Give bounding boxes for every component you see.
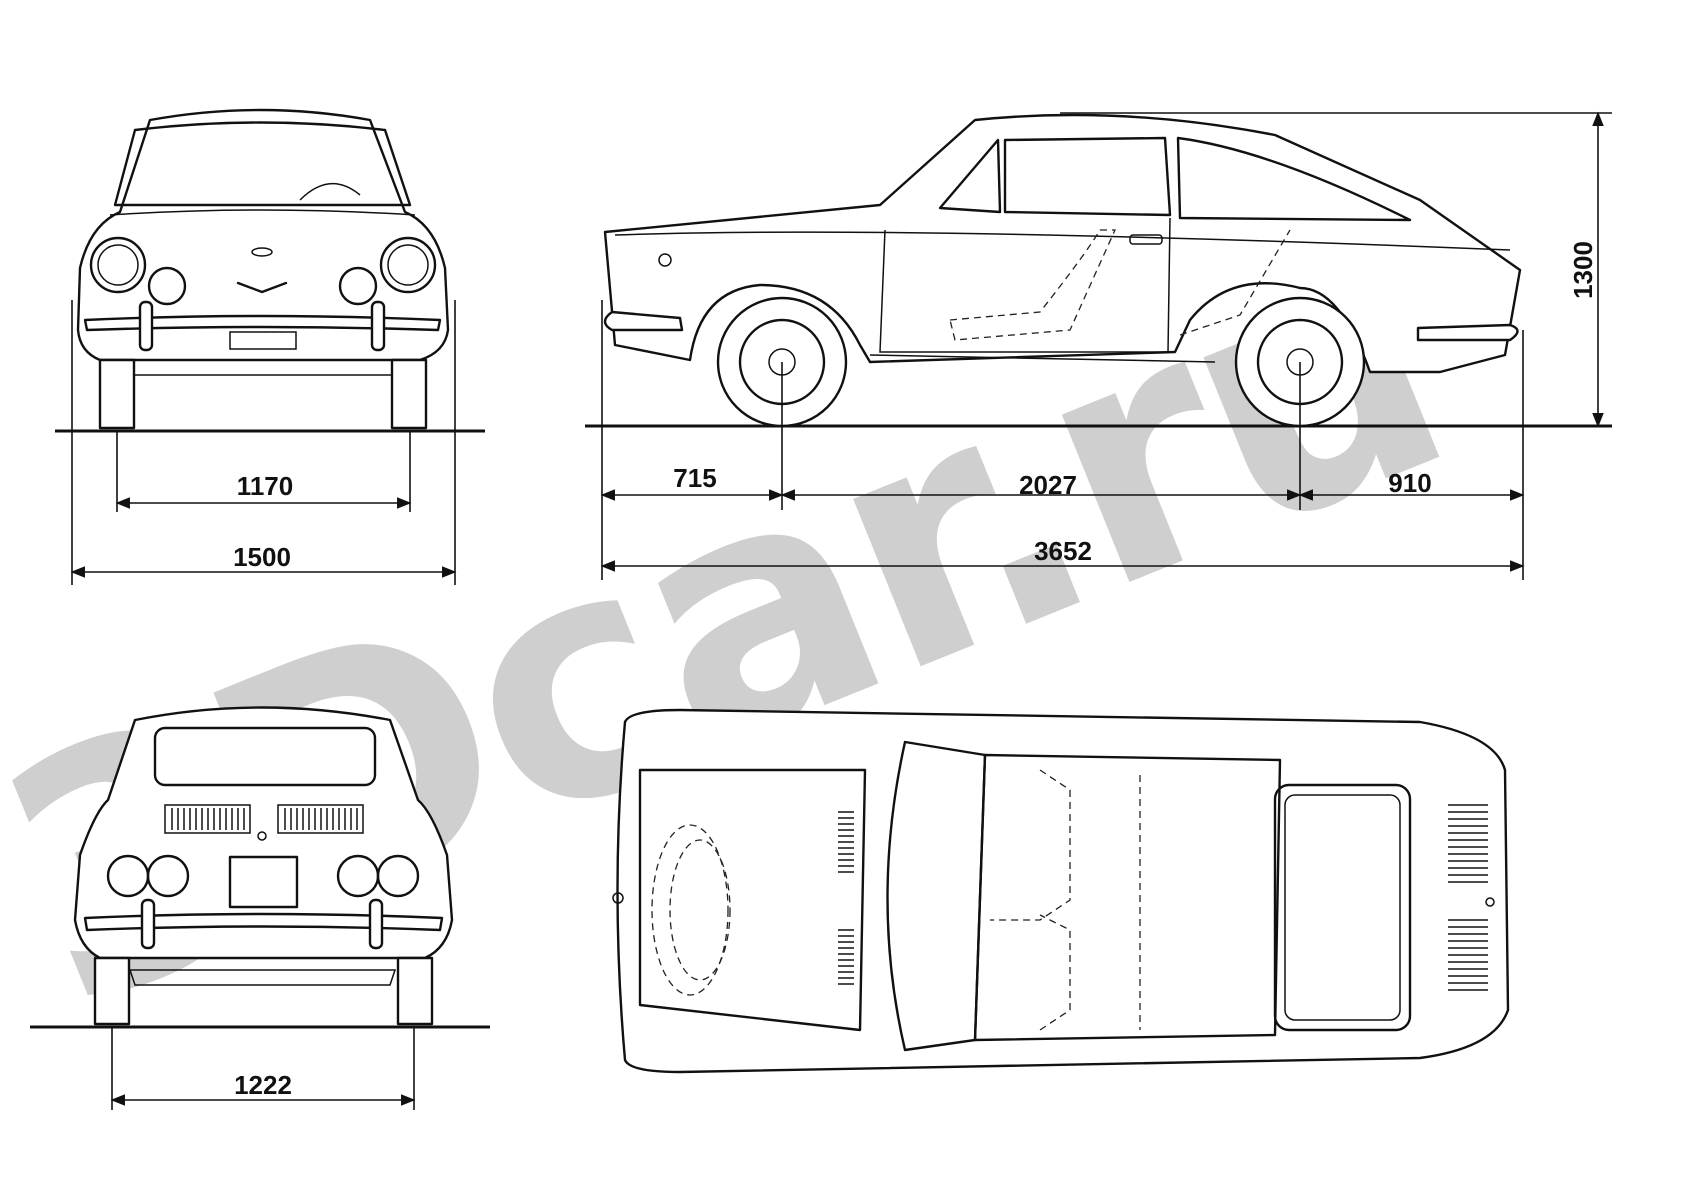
top-view (612, 708, 1510, 1074)
side-body (603, 113, 1522, 374)
front-wiper (299, 182, 361, 201)
front-foglight-right (338, 266, 378, 306)
side-marker-light (658, 253, 672, 267)
side-view: 715 2027 910 3652 1300 (585, 111, 1612, 580)
front-hood-line (109, 209, 416, 216)
side-rear-seat-hidden (1179, 229, 1291, 336)
front-windshield (113, 121, 412, 207)
front-headlight-left-outer (89, 236, 147, 294)
rear-vent-right-frame (277, 804, 364, 834)
front-foglight-left (147, 266, 187, 306)
front-body (76, 108, 450, 362)
front-headlight-right-inner (387, 244, 429, 286)
top-roof (973, 753, 1282, 1042)
rear-window (153, 726, 377, 787)
front-view: 1170 1500 (55, 108, 485, 585)
front-bumper (83, 314, 442, 332)
front-wheel-right (390, 358, 428, 430)
side-length-label: 3652 (1034, 536, 1092, 566)
rear-valance (128, 969, 397, 986)
side-rear-bumper (1416, 323, 1519, 342)
top-hood-vent-upper (838, 811, 854, 873)
side-front-overhang-label: 715 (673, 463, 716, 493)
rear-lock (257, 831, 267, 841)
side-seat-hidden (949, 229, 1117, 341)
side-front-bumper (603, 310, 684, 332)
rear-vent-right-slats (284, 808, 358, 830)
top-seat-front-right (1039, 914, 1071, 1031)
front-badge (251, 247, 273, 257)
rear-track-label: 1222 (234, 1070, 292, 1100)
front-overrider-left (138, 300, 154, 352)
rear-wheel-left (93, 956, 131, 1026)
top-front-lock (612, 892, 624, 904)
front-headlight-right-outer (379, 236, 437, 294)
top-engine-vent-upper (1448, 804, 1488, 883)
top-engine-lock (1485, 897, 1495, 907)
top-hood (638, 768, 867, 1032)
top-spare-wheel-inner (669, 839, 731, 981)
front-plate (229, 331, 297, 350)
rear-plate (228, 855, 299, 909)
front-grille-chevron (236, 281, 288, 294)
rear-vent-left (164, 804, 251, 834)
top-seat-front-left (990, 769, 1071, 921)
top-hood-vent-lower (838, 929, 854, 985)
top-spare-wheel-outer (651, 824, 729, 996)
front-width-label: 1500 (233, 542, 291, 572)
rear-vent-right (277, 804, 364, 834)
front-overrider-right (370, 300, 386, 352)
side-sill (869, 354, 1216, 363)
rear-overrider-left (140, 898, 156, 950)
front-headlight-left-inner (97, 244, 139, 286)
side-window-front (1003, 136, 1172, 217)
side-window-rear (1176, 136, 1412, 222)
side-height-label: 1300 (1568, 241, 1598, 299)
front-track-label: 1170 (237, 471, 293, 501)
rear-wheel-right (396, 956, 434, 1026)
rear-view: 1222 (30, 706, 490, 1110)
side-rear-overhang-label: 910 (1388, 468, 1431, 498)
front-wheel-left (98, 358, 136, 430)
side-window-vent (938, 138, 1002, 214)
rear-light-right-outer (376, 854, 420, 898)
rear-vent-left-slats (171, 808, 245, 830)
side-wheelbase-label: 2027 (1019, 470, 1077, 500)
top-engine-vent-lower (1448, 919, 1488, 991)
top-rear-window-inner (1284, 794, 1401, 1021)
rear-vent-left-frame (164, 804, 251, 834)
rear-bumper (83, 912, 444, 932)
top-rear-window (1273, 783, 1412, 1032)
rear-light-left-inner (146, 854, 190, 898)
side-belt-line (614, 231, 1511, 251)
rear-overrider-right (368, 898, 384, 950)
top-windshield (886, 740, 987, 1052)
side-door (879, 217, 1171, 353)
side-door-handle (1129, 234, 1163, 245)
